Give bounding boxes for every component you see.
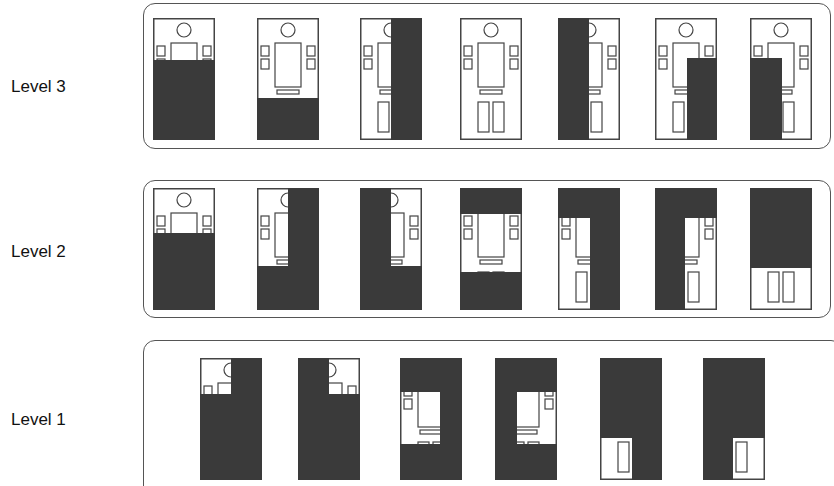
- level-label: Level 1: [11, 410, 66, 430]
- occluded-region: [558, 18, 589, 140]
- occluded-region: [558, 188, 620, 218]
- level-band: Level 1: [143, 340, 834, 486]
- occluded-region: [257, 98, 319, 140]
- occluded-region: [495, 392, 517, 480]
- cabin-plan: [154, 189, 215, 310]
- occluded-region: [655, 218, 685, 310]
- cabin-plan: [258, 189, 319, 310]
- occluded-region: [632, 438, 662, 480]
- cabin-plan: [361, 189, 422, 310]
- occluded-region: [460, 188, 522, 214]
- cabin-plan: [704, 359, 765, 480]
- occluded-region: [600, 358, 662, 438]
- cabin-plan: [656, 189, 717, 310]
- occluded-region: [200, 394, 231, 480]
- cabin-plan: [751, 189, 812, 310]
- level-band: Level 2: [143, 180, 831, 318]
- occluded-region: [298, 358, 329, 480]
- level-band: Level 3: [143, 3, 831, 149]
- cabin-plan: [258, 19, 319, 140]
- occluded-region: [460, 272, 522, 310]
- occluded-region: [750, 58, 782, 140]
- occluded-region: [590, 218, 620, 310]
- occluded-region: [495, 358, 557, 392]
- cabin-plan: [496, 359, 557, 480]
- occluded-region: [360, 188, 391, 310]
- cabin-plan: [299, 359, 360, 480]
- level-label: Level 3: [11, 77, 66, 97]
- cabin-plan: [401, 359, 462, 480]
- occluded-region: [703, 358, 765, 438]
- occluded-region: [288, 188, 319, 310]
- occluded-region: [655, 188, 717, 218]
- occluded-region: [329, 394, 360, 480]
- cabin-plan: [361, 19, 422, 140]
- occluded-region: [391, 266, 422, 310]
- occluded-region: [400, 358, 462, 392]
- occluded-region: [750, 188, 812, 268]
- occluded-region: [391, 18, 422, 140]
- cabin-plan: [461, 19, 522, 140]
- occluded-region: [400, 444, 440, 480]
- cabin-plan: [154, 19, 215, 140]
- occluded-region: [257, 266, 288, 310]
- occluded-region: [153, 60, 215, 140]
- occluded-region: [440, 392, 462, 480]
- occluded-region: [231, 358, 262, 480]
- occluded-region: [703, 438, 733, 480]
- level-label: Level 2: [11, 242, 66, 262]
- cabin-plan: [461, 189, 522, 310]
- cabin-plan: [751, 19, 812, 140]
- cabin-plan: [656, 19, 717, 140]
- occluded-region: [517, 444, 557, 480]
- cabin-plan: [601, 359, 662, 480]
- cabin-plan: [201, 359, 262, 480]
- cabin-plan: [559, 189, 620, 310]
- occluded-region: [687, 58, 717, 140]
- occluded-region: [153, 233, 215, 310]
- cabin-plan: [559, 19, 620, 140]
